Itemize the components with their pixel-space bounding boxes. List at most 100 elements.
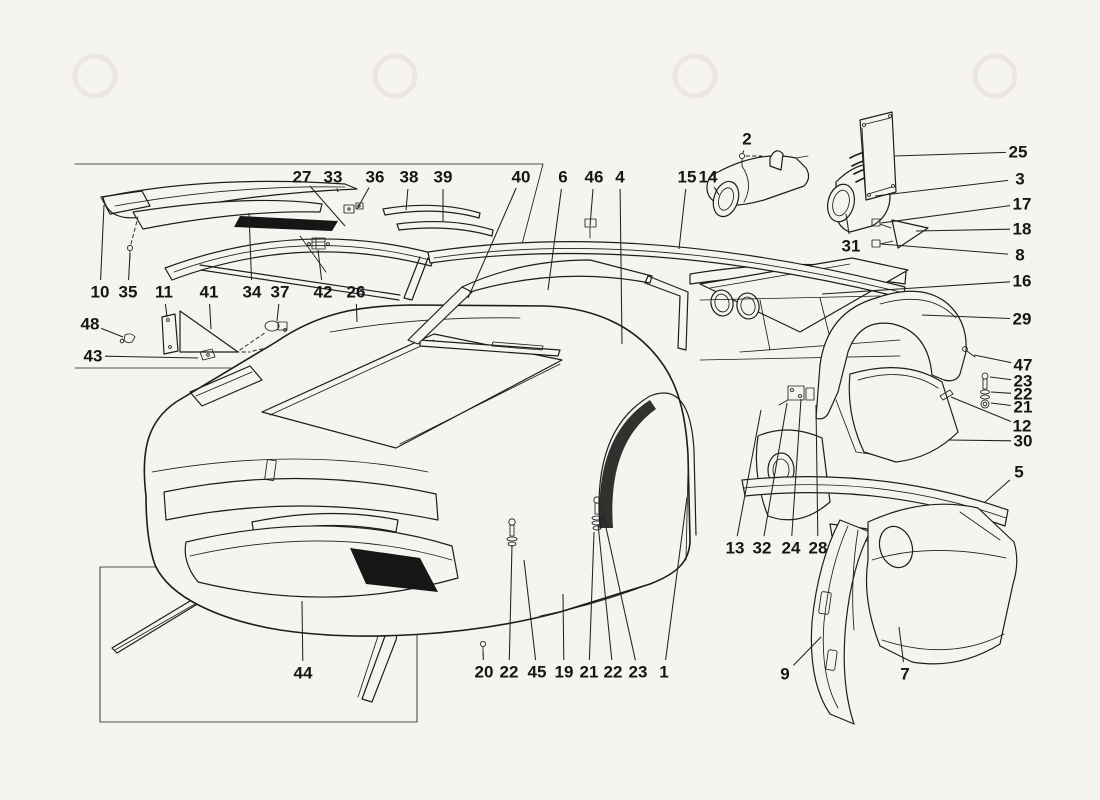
callout-7: 7 — [900, 665, 909, 684]
bolt-stack-23-22-21 — [591, 496, 603, 531]
leader-line-17 — [880, 205, 1011, 224]
callout-38: 38 — [400, 168, 419, 187]
callout-14: 14 — [699, 168, 718, 187]
leader-line-22 — [990, 391, 1012, 394]
callout-22: 22 — [604, 663, 623, 682]
leader-line-12 — [950, 396, 1012, 422]
callout-16: 16 — [1013, 272, 1032, 291]
leader-line-43 — [104, 355, 199, 359]
callout-18: 18 — [1013, 220, 1032, 239]
leader-line-30 — [947, 439, 1012, 442]
callout-2: 2 — [742, 130, 751, 149]
callout-3: 3 — [1015, 170, 1024, 189]
roof-bracket-36 — [343, 202, 364, 214]
leader-line-42 — [317, 249, 323, 281]
callout-46: 46 — [585, 168, 604, 187]
leader-line-5 — [984, 479, 1011, 503]
leader-line-21 — [990, 402, 1012, 407]
leader-line-47 — [973, 354, 1012, 364]
leader-line-38 — [405, 188, 409, 211]
leader-line-21 — [588, 531, 595, 661]
quarter-assembly-9-7 — [810, 503, 1018, 725]
leader-line-29 — [921, 314, 1011, 320]
inner-shield-panel-25 — [859, 111, 897, 201]
leader-line-7 — [898, 626, 905, 663]
front-bumper-19-45 — [184, 525, 459, 598]
latch-parts-13-32-24-28 — [778, 385, 815, 406]
leader-line-41 — [209, 303, 212, 330]
fastener-stack-23-22-21 — [980, 372, 990, 409]
leader-line-1 — [665, 496, 688, 661]
leader-line-22 — [508, 544, 513, 661]
leader-line-15 — [678, 188, 687, 250]
callout-4: 4 — [615, 168, 625, 187]
vent-grille-11-41 — [119, 310, 301, 361]
windshield-frame-4-6 — [407, 218, 689, 351]
scan-artifact-circles — [72, 53, 1018, 99]
callout-27: 27 — [293, 168, 312, 187]
leader-line-13 — [736, 409, 762, 537]
callout-36: 36 — [366, 168, 385, 187]
leader-line-35 — [128, 252, 131, 281]
callout-35: 35 — [119, 283, 138, 302]
callout-30: 30 — [1014, 432, 1033, 451]
leader-line-22 — [597, 523, 613, 661]
air-duct-14 — [706, 150, 810, 218]
callout-45: 45 — [528, 663, 547, 682]
callout-34: 34 — [243, 283, 262, 302]
callout-23: 23 — [1014, 372, 1033, 391]
vent-17-18-8 — [871, 218, 929, 249]
callout-13: 13 — [726, 539, 745, 558]
clamp-37 — [264, 320, 288, 332]
leader-line-44 — [301, 600, 304, 662]
leader-line-11 — [164, 303, 168, 318]
leader-line-25 — [893, 151, 1007, 157]
foot-bracket-43 — [199, 348, 216, 361]
callout-44: 44 — [294, 664, 313, 683]
callout-33: 33 — [324, 168, 343, 187]
callout-40: 40 — [512, 168, 531, 187]
callout-21: 21 — [1014, 398, 1033, 417]
clip-48 — [119, 333, 136, 344]
callout-19: 19 — [555, 663, 574, 682]
callout-15: 15 — [678, 168, 697, 187]
callout-22: 22 — [1014, 385, 1033, 404]
callout-28: 28 — [809, 539, 828, 558]
leader-line-14 — [713, 186, 720, 196]
callout-23: 23 — [629, 663, 648, 682]
leader-line-3 — [874, 179, 1009, 197]
leader-line-9 — [793, 636, 822, 666]
callout-1: 1 — [659, 663, 668, 682]
callout-48: 48 — [81, 315, 100, 334]
leader-line-24 — [791, 398, 802, 537]
clip-12 — [939, 389, 954, 401]
callout-21: 21 — [580, 663, 599, 682]
screw-47 — [962, 346, 976, 358]
leader-line-31 — [845, 213, 850, 235]
screw-2 — [738, 152, 763, 167]
roof-bracket-42 — [307, 237, 330, 250]
leader-line-46 — [589, 188, 594, 227]
callout-9: 9 — [780, 665, 789, 684]
leader-line-32 — [763, 402, 788, 537]
callout-8: 8 — [1015, 246, 1024, 265]
leader-line-45 — [523, 559, 537, 661]
leader-line-23 — [989, 376, 1012, 381]
leader-line-26 — [355, 303, 358, 323]
leader-line-34 — [248, 212, 253, 281]
callout-10: 10 — [91, 283, 110, 302]
callout-6: 6 — [558, 168, 567, 187]
callout-11: 11 — [155, 283, 173, 302]
bolt-stack-22 — [506, 518, 518, 547]
leader-line-23 — [600, 504, 636, 661]
callout-39: 39 — [434, 168, 453, 187]
callout-32: 32 — [753, 539, 772, 558]
leader-line-48 — [101, 327, 124, 338]
callout-42: 42 — [314, 283, 333, 302]
leader-line-37 — [276, 303, 280, 322]
callout-5: 5 — [1014, 463, 1023, 482]
leader-line-4 — [619, 188, 623, 345]
leader-line-2 — [742, 150, 745, 154]
